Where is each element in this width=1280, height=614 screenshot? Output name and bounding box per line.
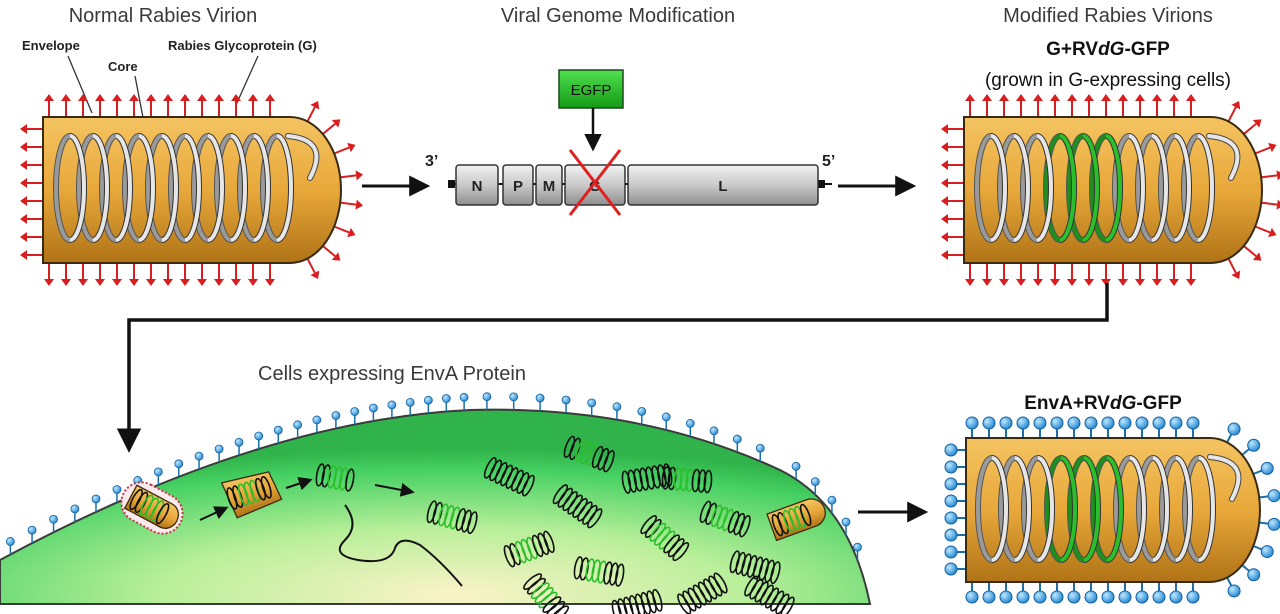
modified-note: (grown in G-expressing cells) [985,70,1231,91]
step-arrow-2 [285,476,313,491]
uncoating-virion [220,471,283,519]
envA-proteins [944,416,1280,604]
egfp-label: EGFP [571,82,612,99]
genome-3prime: 3’ [425,153,438,170]
genome-5prime: 5’ [822,153,835,170]
gene-G-label: G [589,178,601,195]
replicated-cores [426,435,795,614]
gene-M: M [535,164,563,206]
normal-core-coil [53,133,294,243]
cell-envA-receptors [5,392,862,561]
gene-P: P [502,164,534,206]
budding-virion [766,498,826,542]
step-arrow-3 [374,483,415,497]
genome-end-cap-right [818,180,825,188]
modified-title: Modified Rabies Virions [1003,5,1213,27]
gene-L-label: L [718,178,727,195]
cell-body [0,408,872,605]
glycoprotein-spikes [20,94,364,286]
core-label: Core [108,59,138,74]
envA-core-coil [975,455,1216,563]
gene-P-label: P [513,178,523,195]
envelope-label: Envelope [22,38,80,53]
modified-core-coil [974,133,1215,243]
gene-L: L [627,164,819,206]
released-rna-strand [338,504,463,587]
glycoprotein-pointer [235,55,259,106]
egfp-box [558,69,624,109]
glycoprotein-label: Rabies Glycoprotein (G) [168,38,317,53]
gene-M-label: M [543,178,556,195]
connector-arrow [116,283,1109,453]
gene-N: N [455,164,499,206]
released-core [315,463,355,492]
genome-title: Viral Genome Modification [501,5,735,27]
modified-virion-name: G+RVdG-GFP [1046,39,1170,60]
gene-N-label: N [472,178,483,195]
step-arrow-1 [199,506,229,521]
normal-virion-title: Normal Rabies Virion [69,5,258,27]
deletion-cross-b [568,149,622,216]
envelope-pointer [67,55,93,114]
cell-title: Cells expressing EnvA Protein [258,363,526,385]
gene-G-deleted: G [564,149,626,216]
modified-glycoprotein-spikes [941,94,1280,286]
genome-end-cap-left [448,180,455,188]
envA-virion-name: EnvA+RVdG-GFP [1024,393,1182,414]
